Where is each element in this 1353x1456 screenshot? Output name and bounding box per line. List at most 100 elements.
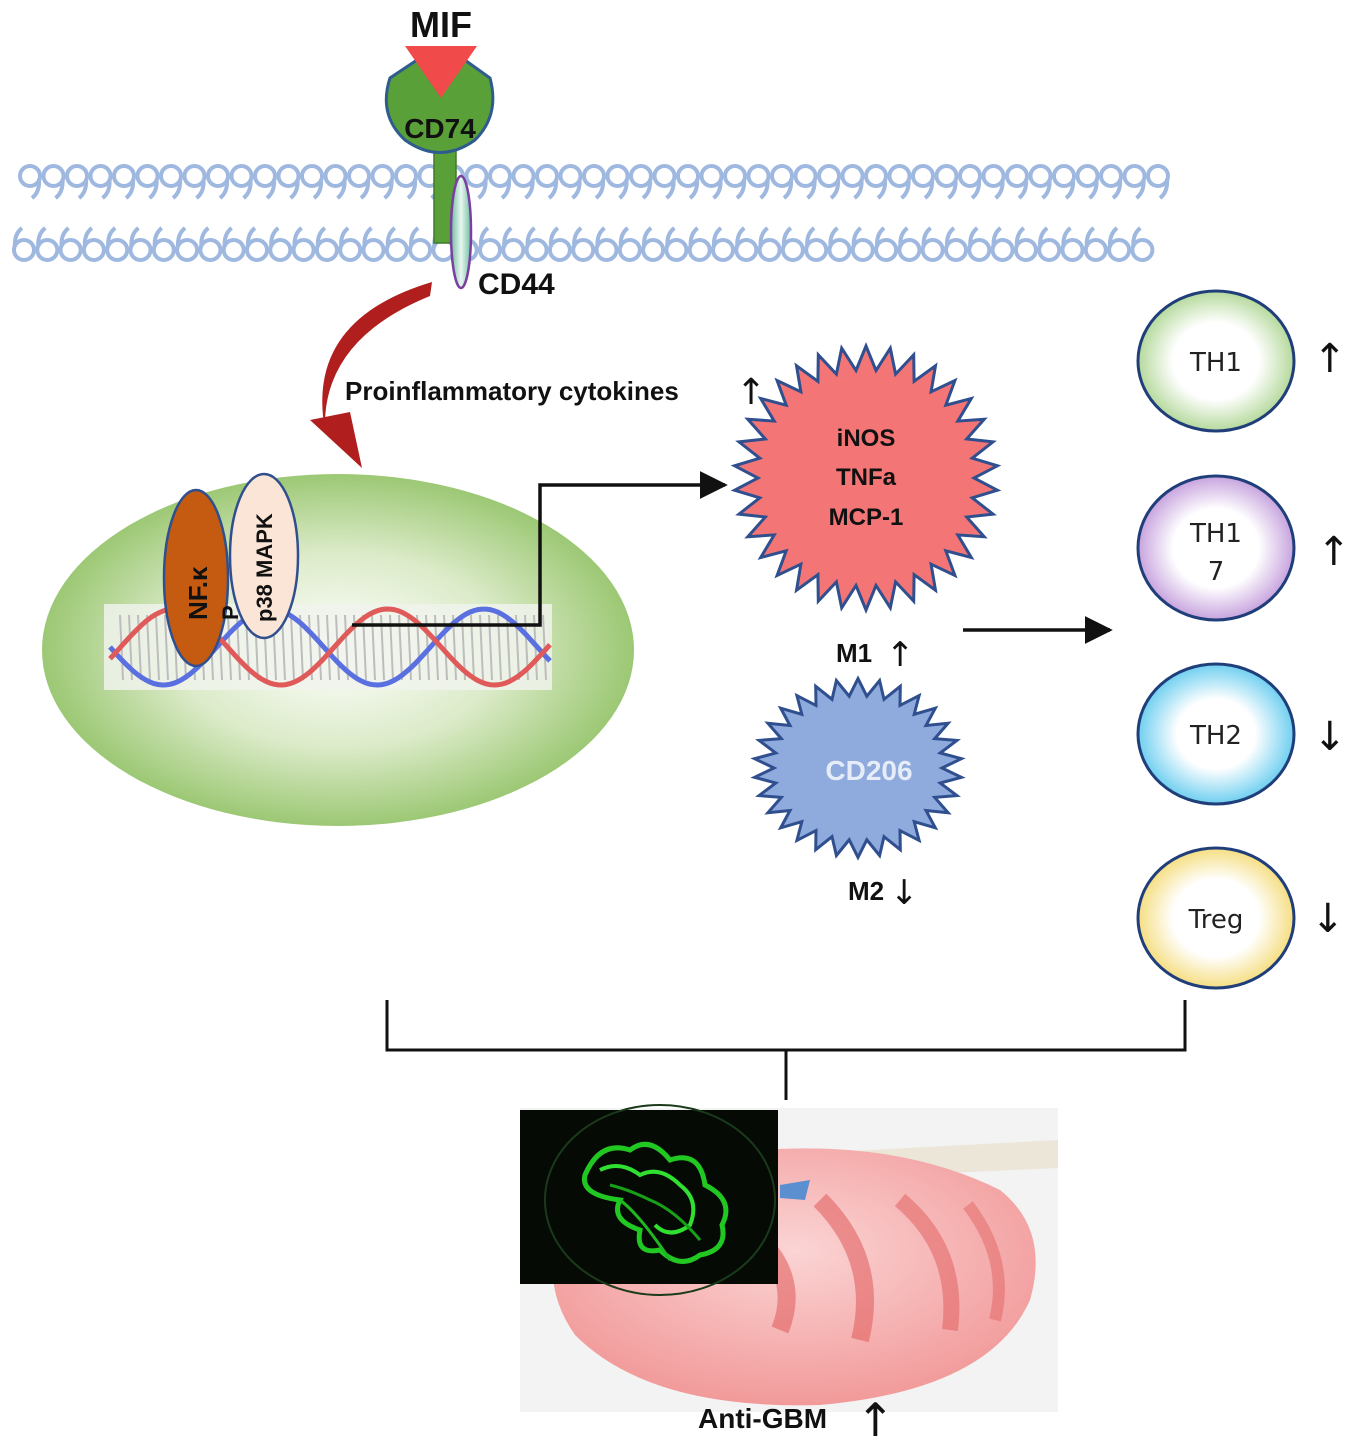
lipid-head: [361, 238, 386, 262]
dna-base-pair: [317, 614, 322, 681]
lipid-head: [347, 164, 371, 188]
dna-base-pair: [146, 614, 151, 681]
lipid-tail: [406, 178, 418, 200]
lipid-tail: [312, 178, 324, 200]
lipid-head: [291, 238, 316, 262]
mif-ligand: MIF: [405, 4, 477, 98]
lipid-tail: [1038, 226, 1049, 248]
th17-trend-arrow: ↑: [1317, 529, 1351, 575]
m1-marker-mcp1: MCP-1: [829, 504, 904, 531]
lipid-head: [723, 164, 747, 188]
lipid-head: [81, 238, 106, 262]
lipid-tail: [944, 226, 956, 248]
m1-trend-arrow: ↑: [886, 635, 915, 675]
lipid-head: [511, 164, 536, 188]
lipid-tail: [82, 226, 94, 248]
lipid-head: [41, 164, 66, 188]
lipid-tail: [641, 178, 653, 200]
lipid-head: [897, 238, 922, 262]
lipid-head: [1075, 164, 1100, 188]
lipid-head: [175, 238, 200, 262]
lipid-head: [990, 238, 1015, 262]
lipid-head: [18, 164, 42, 188]
lipid-tail: [292, 226, 303, 248]
lipid-head: [35, 238, 60, 262]
lipid-head: [198, 238, 223, 262]
cd44-coreceptor: CD44: [449, 174, 555, 301]
lipid-head: [967, 238, 992, 262]
dna-base-pair: [326, 614, 331, 681]
lipid-tail: [968, 226, 979, 248]
lipid-tail: [548, 226, 560, 248]
lipid-head: [840, 164, 865, 188]
convergence-bracket: [385, 1000, 1187, 1052]
lipid-tail: [269, 226, 280, 248]
lipid-tail: [991, 226, 1002, 248]
lipid-tail: [712, 178, 723, 200]
lipid-head: [652, 164, 677, 188]
lipid-tail: [478, 226, 490, 248]
lipid-tail: [129, 226, 140, 248]
lipid-head: [920, 238, 945, 262]
lipid-head: [605, 164, 630, 188]
lipid-tail: [12, 226, 24, 248]
lipid-head: [864, 164, 888, 188]
lipid-head: [394, 164, 418, 188]
cd44-label: CD44: [478, 268, 555, 301]
lipid-tail: [289, 178, 300, 200]
anti-gbm-trend-arrow: ↑: [856, 1393, 895, 1447]
lipid-tail: [898, 226, 909, 248]
lipid-tail: [595, 226, 606, 248]
lipid-head: [793, 164, 818, 188]
lipid-head: [314, 238, 339, 262]
cytokine-label: Proinflammatory cytokines: [345, 376, 679, 406]
lipid-tail: [124, 178, 136, 200]
th2-trend-arrow: ↓: [1313, 714, 1347, 760]
lipid-head: [757, 238, 782, 262]
lipid-head: [617, 238, 642, 262]
lipid-tail: [54, 178, 65, 200]
lipid-head: [887, 164, 912, 188]
th17-label-line2: 7: [1208, 557, 1225, 587]
lipid-head: [245, 238, 269, 262]
lipid-head: [934, 164, 959, 188]
lipid-head: [676, 164, 700, 188]
lipid-tail: [874, 226, 886, 248]
nfkb-protein: [162, 488, 230, 668]
lipid-head: [12, 238, 36, 262]
treg-trend-arrow: ↓: [1311, 896, 1345, 942]
transcription-arrow: [352, 471, 728, 627]
cd74-label: CD74: [404, 113, 476, 144]
lipid-head: [827, 238, 852, 262]
lipid-head: [151, 238, 176, 262]
lipid-tail: [315, 226, 327, 248]
lipid-tail: [1135, 178, 1146, 200]
lipid-head: [850, 238, 875, 262]
lipid-head: [1013, 238, 1038, 262]
lipid-head: [1122, 164, 1147, 188]
cd74-receptor: CD74: [384, 55, 495, 244]
lipid-tail: [195, 178, 206, 200]
cytokine-up-arrow: ↑: [736, 372, 766, 413]
lipid-tail: [805, 226, 816, 248]
lipid-head: [1005, 164, 1029, 188]
lipid-tail: [148, 178, 159, 200]
m1-marker-tnfa: TNFa: [836, 464, 897, 491]
lipid-tail: [1061, 226, 1072, 248]
lipid-head: [780, 238, 805, 262]
lipid-head: [159, 164, 183, 188]
lipid-head: [874, 238, 899, 262]
lipid-head: [65, 164, 89, 188]
lipid-tail: [1084, 226, 1096, 248]
lipid-tail: [735, 226, 746, 248]
anti-gbm-label: Anti-GBM: [698, 1403, 827, 1434]
lipid-tail: [242, 178, 253, 200]
lipid-head: [547, 238, 572, 262]
lipid-head: [1028, 164, 1053, 188]
lipid-tail: [500, 178, 512, 200]
lipid-head: [1099, 164, 1123, 188]
lipid-head: [594, 238, 619, 262]
lipid-tail: [1017, 178, 1029, 200]
lipid-tail: [688, 226, 699, 248]
dna-base-pair: [164, 614, 169, 681]
